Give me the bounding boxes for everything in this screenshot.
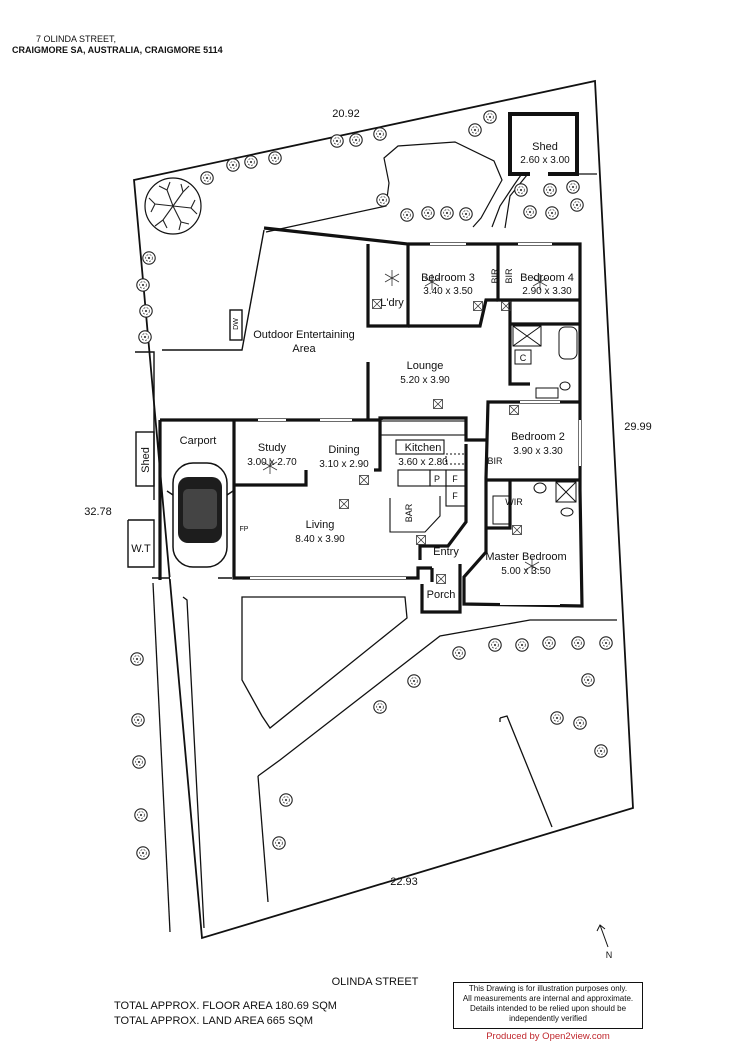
shed-top-label: Shed: [532, 141, 558, 153]
shed-top: [508, 112, 579, 176]
lounge-dims: 5.20 x 3.90: [400, 375, 450, 386]
disclaimer-line-3: Details intended to be relied upon shoul…: [469, 1004, 627, 1013]
disclaimer-box: This Drawing is for illustration purpose…: [453, 982, 643, 1029]
bir-label-2: BIR: [504, 268, 514, 284]
study-label: Study: [258, 442, 287, 454]
car-icon: [166, 462, 234, 568]
property-boundary: [133, 79, 634, 940]
laundry-label: L'dry: [380, 297, 404, 309]
dim-left: 32.78: [84, 506, 112, 518]
living-dims: 8.40 x 3.90: [295, 534, 345, 545]
bedroom2-label: Bedroom 2: [511, 431, 565, 443]
disclaimer-line-4: independently verified: [509, 1014, 587, 1023]
produced-by: Produced by Open2view.com: [486, 1031, 610, 1042]
fireplace-label: FP: [240, 526, 249, 533]
dining-dims: 3.10 x 2.90: [319, 459, 369, 470]
linen-label: C: [520, 353, 527, 363]
bir-label-1: BIR: [490, 268, 500, 284]
bar-label: BAR: [404, 503, 414, 522]
wir-label: WIR: [505, 497, 523, 507]
master-dims: 5.00 x 3.50: [501, 566, 551, 577]
bedroom4-dims: 2.90 x 3.30: [522, 286, 572, 297]
entry-label: Entry: [433, 546, 459, 558]
garden-paths: [265, 141, 597, 233]
lounge-label: Lounge: [407, 360, 444, 372]
outdoor-label-2: Area: [292, 343, 316, 355]
house-walls: [158, 226, 584, 614]
fridge-label-1: F: [452, 474, 458, 484]
address-line-1: 7 OLINDA STREET,: [36, 34, 117, 44]
master-label: Master Bedroom: [485, 551, 566, 563]
dim-top: 20.92: [332, 108, 360, 120]
kitchen-dims: 3.60 x 2.80: [398, 457, 448, 468]
total-floor-area: TOTAL APPROX. FLOOR AREA 180.69 SQM: [114, 1000, 337, 1012]
fridge-label-2: F: [452, 491, 458, 501]
bedroom3-dims: 3.40 x 3.50: [423, 286, 473, 297]
bir-label-3: BIR: [487, 456, 503, 466]
outdoor-area-outline: [127, 229, 383, 579]
bedroom2-dims: 3.90 x 3.30: [513, 446, 563, 457]
shed-side-label: Shed: [140, 447, 152, 473]
north-label: N: [606, 950, 613, 960]
address-line-2: CRAIGMORE SA, AUSTRALIA, CRAIGMORE 5114: [12, 45, 223, 55]
shed-top-dims: 2.60 x 3.00: [520, 155, 570, 166]
porch-label: Porch: [427, 589, 456, 601]
bedroom3-label: Bedroom 3: [421, 272, 475, 284]
bathroom-fixtures: [492, 325, 578, 525]
total-land-area: TOTAL APPROX. LAND AREA 665 SQM: [114, 1015, 314, 1027]
dim-right: 29.99: [624, 421, 652, 433]
kitchen-label: Kitchen: [405, 442, 442, 454]
dim-bottom: 22.93: [390, 876, 418, 888]
dining-label: Dining: [328, 444, 359, 456]
outdoor-label-1: Outdoor Entertaining: [253, 329, 355, 341]
living-label: Living: [306, 519, 335, 531]
windows: [170, 243, 581, 605]
dishwasher-label: DW: [233, 318, 240, 330]
kitchen-benches: [380, 420, 467, 533]
pantry-label: P: [434, 474, 440, 484]
north-arrow-icon: [596, 924, 609, 948]
tree-icon: [144, 177, 202, 235]
carport-label: Carport: [180, 435, 217, 447]
disclaimer-line-2: All measurements are internal and approx…: [462, 994, 634, 1003]
study-dims: 3.00 x 2.70: [247, 457, 297, 468]
water-tank-label: W.T: [131, 543, 151, 555]
bedroom4-label: Bedroom 4: [520, 272, 574, 284]
driveway: [152, 582, 617, 933]
disclaimer-line-1: This Drawing is for illustration purpose…: [468, 984, 628, 993]
street-name: OLINDA STREET: [331, 976, 419, 988]
